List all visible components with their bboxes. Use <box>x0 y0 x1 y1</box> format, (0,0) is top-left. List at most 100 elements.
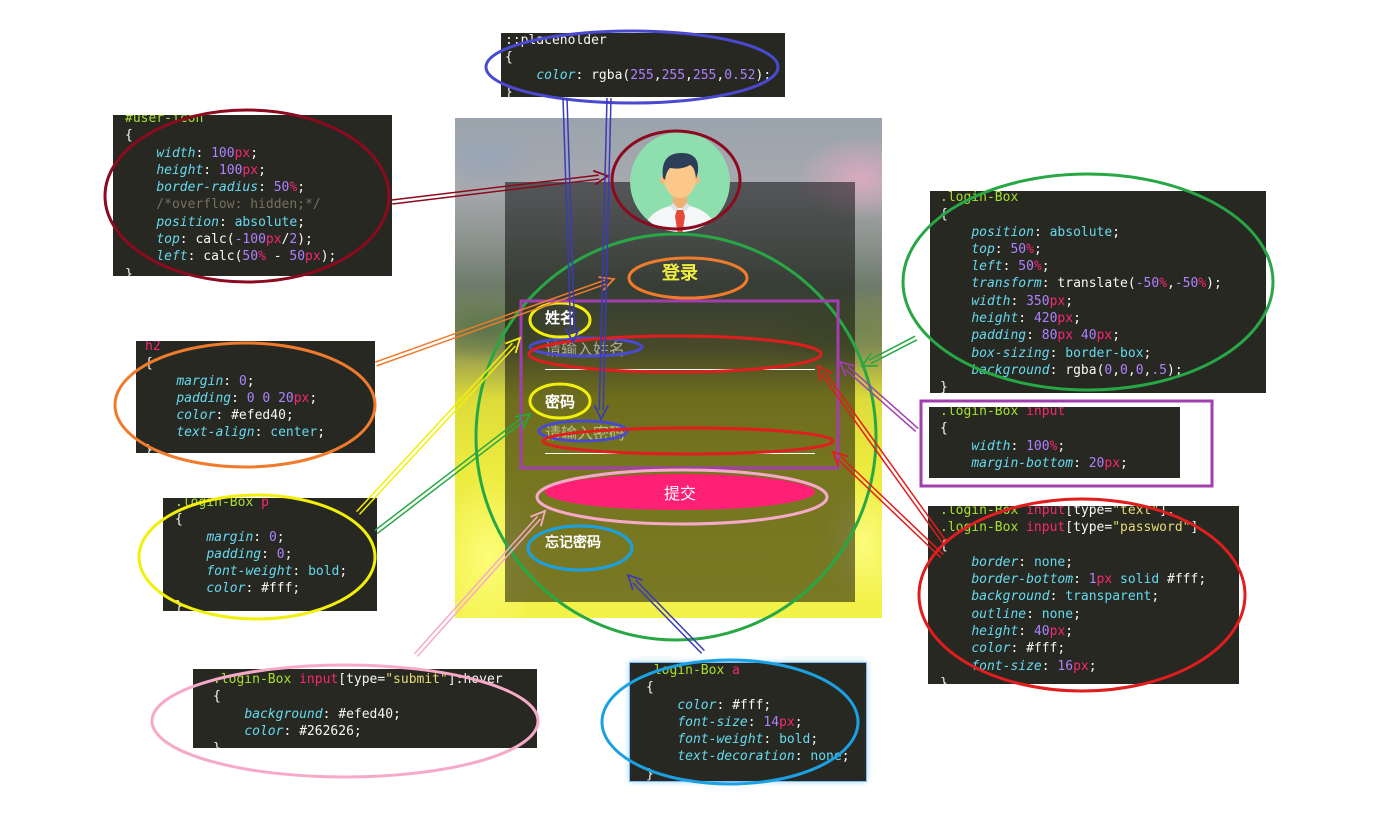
code-token: ; <box>297 180 306 196</box>
code-line: transform: translate(-50%,-50%); <box>940 275 1222 292</box>
code-token <box>940 225 971 240</box>
code-token <box>145 408 176 423</box>
code-token: top <box>971 241 995 257</box>
code-token: px <box>293 390 310 406</box>
code-token: 0 <box>238 373 247 389</box>
code-line: margin-bottom: 20px; <box>940 455 1128 472</box>
code-line: height: 40px; <box>940 623 1206 640</box>
code-line: } <box>125 266 336 276</box>
code-token <box>646 715 677 730</box>
code-token: } <box>145 442 153 453</box>
code-token <box>646 698 677 713</box>
code-token <box>125 163 156 178</box>
code-line: color: #262626; <box>213 723 503 740</box>
code-line: { <box>646 679 850 696</box>
code-token: .login-Box <box>940 407 1019 419</box>
code-token: : <box>1002 259 1019 275</box>
code-token <box>175 530 206 545</box>
code-token <box>940 311 971 326</box>
code-token: px <box>1057 328 1074 344</box>
code-token: #fff <box>732 697 764 713</box>
code-body: #user-icon{ width: 100px; height: 100px;… <box>125 115 336 276</box>
code-token: : <box>254 425 271 441</box>
code-token <box>940 572 971 587</box>
code-token: ] <box>1190 520 1199 536</box>
code-token: , <box>685 67 693 83</box>
code-token: ) <box>320 249 329 265</box>
username-input[interactable] <box>545 330 815 370</box>
code-token: rgba <box>591 67 623 83</box>
code-token: #fff <box>1026 641 1058 657</box>
code-token <box>213 724 244 739</box>
code-token: : <box>223 373 239 389</box>
code-token: ; <box>1065 554 1074 570</box>
code-token: : <box>322 706 339 722</box>
code-token <box>940 607 971 622</box>
code-token: center <box>270 425 318 441</box>
code-token: px <box>1096 572 1113 588</box>
code-line: color: #fff; <box>175 580 347 597</box>
code-token: : <box>1018 624 1034 640</box>
code-token: 0 <box>276 546 285 562</box>
code-token <box>1159 572 1167 587</box>
code-token: color <box>176 408 216 424</box>
code-line: padding: 0 0 20px; <box>145 390 325 407</box>
code-token: 50 <box>1018 259 1034 275</box>
code-line: color: #fff; <box>940 640 1206 657</box>
code-token: 20 <box>1088 455 1105 471</box>
code-body: h2{ margin: 0; padding: 0 0 20px; color:… <box>145 341 325 453</box>
code-token: ; <box>246 373 255 389</box>
submit-hover-css-snippet: .login-Box input[type="submit"]:hover{ b… <box>193 669 537 748</box>
code-token: ; <box>292 581 301 597</box>
code-token: background <box>971 362 1050 378</box>
code-token: px <box>305 249 321 265</box>
code-token: ; <box>1151 589 1160 605</box>
password-input[interactable] <box>545 414 815 454</box>
code-token: ] <box>1159 506 1168 518</box>
code-token: } <box>505 84 513 97</box>
code-token: } <box>125 266 133 276</box>
code-token: ( <box>226 232 235 248</box>
link-css-snippet: .login-Box a{ color: #fff; font-size: 14… <box>630 663 866 781</box>
code-token <box>1112 572 1120 587</box>
code-line: margin: 0; <box>175 529 347 546</box>
code-token: : <box>747 714 764 730</box>
code-token: 0 <box>246 390 255 406</box>
submit-button[interactable]: 提交 <box>545 474 815 510</box>
password-label: 密码 <box>545 393 576 411</box>
code-line: padding: 80px 40px; <box>940 327 1222 344</box>
code-token: ; <box>250 145 259 161</box>
code-token: px <box>242 162 259 178</box>
code-token: position <box>971 224 1034 240</box>
code-token: margin-bottom <box>971 455 1074 471</box>
forgot-password-link[interactable]: 忘记密码 <box>545 535 601 551</box>
code-token: { <box>940 537 948 553</box>
code-token: p <box>261 498 269 510</box>
code-token: ; <box>258 162 266 178</box>
code-token: ; <box>1073 606 1081 622</box>
code-token: { <box>505 50 513 66</box>
code-token: : <box>575 67 592 83</box>
code-token: ; <box>1112 328 1121 344</box>
code-token: a <box>732 663 740 678</box>
user-icon-css-snippet: #user-icon{ width: 100px; height: 100px;… <box>113 115 392 276</box>
code-token: % <box>1026 241 1034 257</box>
code-token: .login-Box <box>940 506 1019 518</box>
code-token <box>1073 328 1081 343</box>
code-token: margin <box>176 373 224 389</box>
code-token <box>940 589 971 604</box>
code-token: : <box>1041 276 1058 292</box>
code-token: : <box>1018 311 1034 327</box>
code-token: font-size <box>971 658 1042 674</box>
user-icon <box>630 132 730 232</box>
code-token <box>1018 506 1026 518</box>
code-token <box>724 663 732 678</box>
code-line: margin: 0; <box>145 373 325 390</box>
login-title: 登录 <box>662 263 698 284</box>
code-token: ; <box>284 546 293 562</box>
code-token <box>253 498 261 510</box>
code-line: .login-Box input <box>940 407 1128 420</box>
code-token: : <box>179 232 196 248</box>
code-token: 50 <box>289 249 306 265</box>
code-token: px <box>1096 328 1113 344</box>
